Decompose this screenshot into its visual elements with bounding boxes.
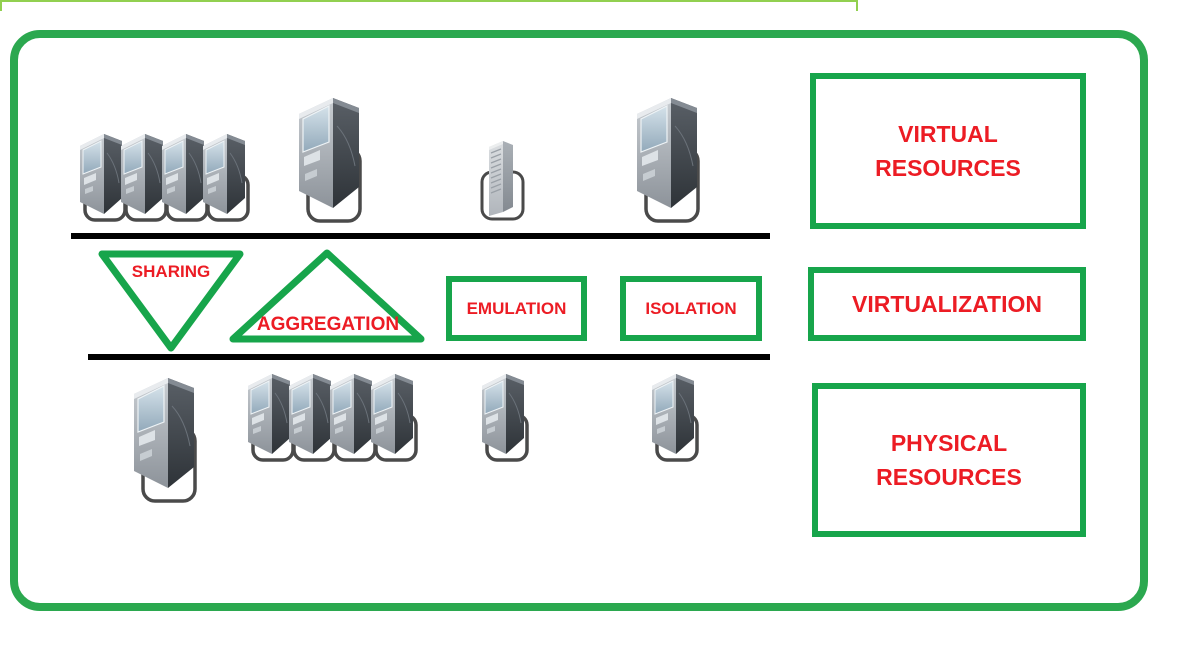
sharing-triangle-shape (98, 250, 244, 352)
physical-resources-label-line1: PHYSICAL (890, 430, 1008, 456)
server-tower-icon (134, 378, 197, 503)
virtual-servers-cluster (76, 125, 253, 223)
physical-resources-label-line2: RESOURCES (876, 464, 1022, 490)
physical-server-large (128, 366, 202, 506)
physical-server-single-1 (478, 365, 532, 463)
sharing-label: SHARING (131, 262, 211, 281)
server-tower-icon (482, 374, 529, 462)
emulation-box: EMULATION (446, 276, 587, 341)
aggregation-label: AGGREGATION (256, 314, 400, 335)
server-tower-icon (162, 134, 209, 222)
thin-rack-server-icon (480, 141, 525, 221)
server-tower-icon (299, 98, 362, 223)
emulation-label: EMULATION (466, 298, 567, 318)
virtual-resources-label-line1: VIRTUAL (898, 121, 998, 147)
aggregation-triangle-shape (229, 249, 425, 343)
server-tower-icon (637, 98, 700, 223)
virtualization-label: VIRTUALIZATION (852, 291, 1042, 317)
physical-resources-box: PHYSICAL RESOURCES (812, 383, 1086, 537)
server-tower-icon (248, 374, 295, 462)
server-tower-icon (203, 134, 250, 222)
top-accent-strip (0, 0, 858, 11)
divider-virtualization-physical (88, 354, 770, 360)
server-tower-icon (652, 374, 699, 462)
virtualization-box: VIRTUALIZATION (808, 267, 1086, 341)
server-tower-icon (289, 374, 336, 462)
physical-servers-cluster (244, 365, 421, 463)
isolation-label: ISOLATION (645, 298, 737, 318)
isolation-box: ISOLATION (620, 276, 762, 341)
divider-virtual-virtualization (71, 233, 770, 239)
virtual-resources-box: VIRTUAL RESOURCES (810, 73, 1086, 229)
server-tower-icon (80, 134, 127, 222)
virtual-server-large-2 (631, 86, 705, 226)
virtual-resources-label-line2: RESOURCES (875, 155, 1021, 181)
virtual-server-rack (478, 137, 526, 223)
physical-server-single-2 (648, 365, 702, 463)
virtual-server-large-1 (293, 86, 367, 226)
server-tower-icon (371, 374, 418, 462)
diagram-frame (10, 30, 1148, 611)
